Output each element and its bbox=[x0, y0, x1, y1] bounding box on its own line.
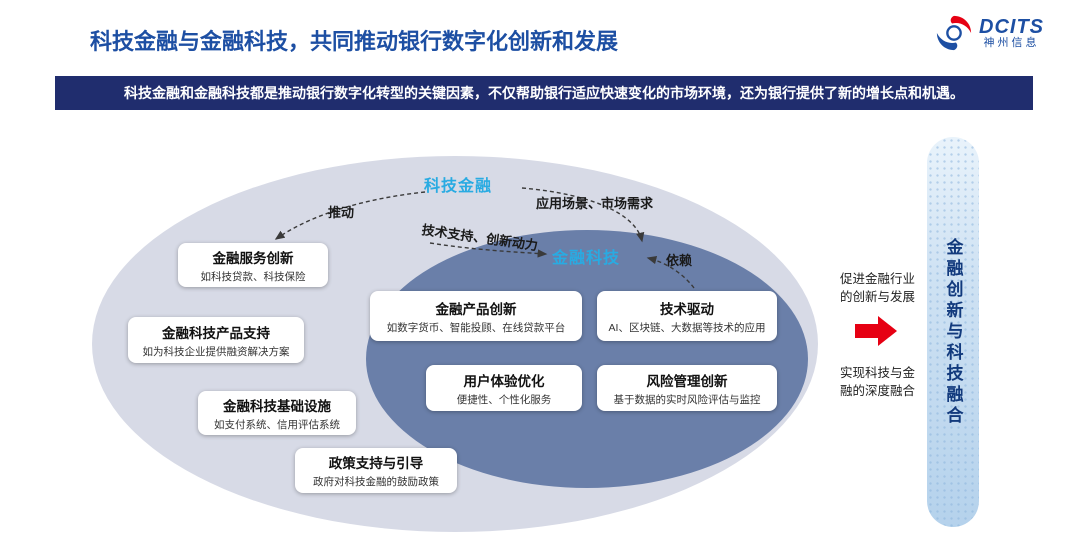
box-title: 风险管理创新 bbox=[646, 373, 728, 389]
box-fintech-infrastructure: 金融科技基础设施 如支付系统、信用评估系统 bbox=[198, 391, 356, 435]
page-title: 科技金融与金融科技，共同推动银行数字化创新和发展 bbox=[90, 29, 619, 54]
box-policy-support: 政策支持与引导 政府对科技金融的鼓励政策 bbox=[295, 448, 457, 493]
promote-label: 推动 bbox=[328, 205, 355, 220]
box-title: 金融科技基础设施 bbox=[223, 398, 331, 414]
scenario-label: 应用场景、市场需求 bbox=[536, 196, 654, 211]
right-arrow-icon bbox=[855, 316, 897, 346]
box-desc: 政府对科技金融的鼓励政策 bbox=[313, 476, 439, 488]
box-technology-driven: 技术驱动 AI、区块链、大数据等技术的应用 bbox=[597, 291, 777, 341]
box-financial-product-innovation: 金融产品创新 如数字货币、智能投顾、在线贷款平台 bbox=[370, 291, 582, 341]
logo-text: DCITS 神州信息 bbox=[979, 15, 1044, 50]
box-desc: 便捷性、个性化服务 bbox=[456, 393, 552, 406]
box-title: 金融服务创新 bbox=[212, 250, 294, 266]
company-logo: DCITS 神州信息 bbox=[935, 14, 1044, 52]
tech-finance-label: 科技金融 bbox=[424, 178, 493, 195]
promote-industry-text: 促进金融行业的创新与发展 bbox=[840, 272, 916, 305]
logo-brand: DCITS bbox=[979, 15, 1044, 38]
logo-swirl-icon bbox=[936, 15, 972, 51]
box-title: 用户体验优化 bbox=[463, 373, 545, 389]
box-fintech-product-support: 金融科技产品支持 如为科技企业提供融资解决方案 bbox=[128, 317, 304, 363]
deep-integration-text: 实现科技与金融的深度融合 bbox=[840, 366, 916, 399]
box-desc: 如科技贷款、科技保险 bbox=[200, 270, 306, 283]
depend-label: 依赖 bbox=[666, 253, 693, 268]
fintech-label: 金融科技 bbox=[552, 250, 621, 267]
box-financial-service-innovation: 金融服务创新 如科技贷款、科技保险 bbox=[178, 243, 328, 287]
fintech-ellipse bbox=[366, 230, 808, 488]
box-desc: 如数字货币、智能投顾、在线贷款平台 bbox=[386, 321, 566, 334]
box-desc: 如支付系统、信用评估系统 bbox=[214, 418, 340, 431]
box-risk-management-innovation: 风险管理创新 基于数据的实时风险评估与监控 bbox=[597, 365, 777, 411]
vertical-result-label: 金融创新与科技融合 bbox=[943, 237, 963, 427]
box-title: 金融产品创新 bbox=[435, 301, 517, 317]
subtitle-banner: 科技金融和金融科技都是推动银行数字化转型的关键因素，不仅帮助银行适应快速变化的市… bbox=[55, 76, 1033, 110]
logo-name: 神州信息 bbox=[983, 36, 1040, 49]
box-desc: 如为科技企业提供融资解决方案 bbox=[142, 345, 290, 358]
box-desc: 基于数据的实时风险评估与监控 bbox=[613, 393, 761, 406]
box-title: 政策支持与引导 bbox=[328, 456, 424, 471]
box-user-experience-optimization: 用户体验优化 便捷性、个性化服务 bbox=[426, 365, 582, 411]
vertical-result-capsule: 金融创新与科技融合 bbox=[927, 137, 979, 527]
box-title: 金融科技产品支持 bbox=[162, 325, 270, 341]
box-title: 技术驱动 bbox=[660, 301, 714, 317]
box-desc: AI、区块链、大数据等技术的应用 bbox=[608, 321, 766, 334]
